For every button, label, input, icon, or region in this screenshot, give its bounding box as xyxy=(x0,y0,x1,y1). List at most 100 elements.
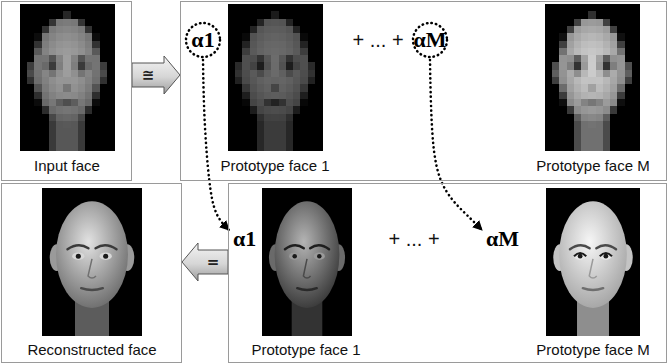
face-pixel xyxy=(552,62,560,70)
face-pixel xyxy=(56,33,64,41)
face-pixel xyxy=(286,106,294,114)
face-pixel xyxy=(308,48,316,56)
face-pixel xyxy=(596,62,604,70)
face-pixel xyxy=(625,77,633,85)
face-pixel xyxy=(63,55,71,63)
face-pixel xyxy=(42,143,50,151)
face-pixel xyxy=(34,11,42,19)
face-pixel xyxy=(264,33,272,41)
face-pixel xyxy=(603,99,611,107)
face-pixel xyxy=(610,99,618,107)
face-pixel xyxy=(308,19,316,27)
face-pixel xyxy=(315,70,323,78)
face-pixel xyxy=(235,26,243,34)
face-pixel xyxy=(92,143,100,151)
face-pixel xyxy=(27,135,35,143)
face-pixel xyxy=(308,114,316,122)
face-pixel xyxy=(242,92,250,100)
face-pixel xyxy=(63,135,71,143)
face-pixel xyxy=(279,106,287,114)
face-pixel xyxy=(588,121,596,129)
face-pixel xyxy=(27,48,35,56)
face-pixel xyxy=(49,77,57,85)
face-iris xyxy=(578,254,583,259)
face-pixel xyxy=(286,55,294,63)
face-pixel xyxy=(279,48,287,56)
face-pixel xyxy=(34,48,42,56)
face-pixel xyxy=(300,114,308,122)
face-pixel xyxy=(228,99,236,107)
face-pixel xyxy=(545,77,553,85)
face-pixel xyxy=(42,128,50,136)
face-pixel xyxy=(100,135,108,143)
face-pixel xyxy=(300,92,308,100)
face-pixel xyxy=(27,11,35,19)
face-pixel xyxy=(279,99,287,107)
face-pixel xyxy=(559,99,567,107)
face-pixel xyxy=(34,70,42,78)
face-pixel xyxy=(271,84,279,92)
face-pixel xyxy=(257,19,265,27)
face-pixel xyxy=(581,77,589,85)
face-pixel xyxy=(300,143,308,151)
reconstructed-face-image xyxy=(42,188,142,336)
face-pixel xyxy=(107,99,115,107)
face-pixel xyxy=(603,48,611,56)
face-pixel xyxy=(625,26,633,34)
face-mouth xyxy=(297,288,316,290)
face-pixel xyxy=(235,143,243,151)
face-pixel xyxy=(567,121,575,129)
face-pixel xyxy=(545,128,553,136)
face-pixel xyxy=(552,41,560,49)
face-pixel xyxy=(228,114,236,122)
face-pixel xyxy=(632,48,640,56)
face-pixel xyxy=(625,92,633,100)
face-pixel xyxy=(271,33,279,41)
face-pixel xyxy=(107,62,115,70)
face-pixel xyxy=(293,84,301,92)
face-pixel xyxy=(235,19,243,27)
face-pixel xyxy=(625,55,633,63)
face-pixel xyxy=(552,26,560,34)
face-pixel xyxy=(596,70,604,78)
face-pixel xyxy=(293,143,301,151)
face-pixel xyxy=(559,106,567,114)
face-pixel xyxy=(603,33,611,41)
face-pixel xyxy=(293,77,301,85)
face-pixel xyxy=(625,114,633,122)
face-pixel xyxy=(107,106,115,114)
face-pixel xyxy=(603,55,611,63)
face-pixel xyxy=(308,11,316,19)
face-pixel xyxy=(271,77,279,85)
face-pixel xyxy=(293,135,301,143)
face-pixel xyxy=(92,4,100,12)
face-pixel xyxy=(567,26,575,34)
face-pixel xyxy=(545,26,553,34)
face-pixel xyxy=(596,77,604,85)
face-pixel xyxy=(308,62,316,70)
face-pixel xyxy=(559,62,567,70)
face-pixel xyxy=(315,55,323,63)
face-pixel xyxy=(617,114,625,122)
face-pixel xyxy=(559,41,567,49)
face-pixel xyxy=(279,92,287,100)
face-pixel xyxy=(63,114,71,122)
face-pixel xyxy=(610,106,618,114)
face-pixel xyxy=(552,70,560,78)
image-panel: Prototype face 1+ ... +Prototype face Mα… xyxy=(180,1,667,181)
face-pixel xyxy=(300,70,308,78)
face-pixel xyxy=(235,135,243,143)
face-pixel xyxy=(107,77,115,85)
face-pixel xyxy=(567,70,575,78)
face-pixel xyxy=(257,135,265,143)
face-pixel xyxy=(92,128,100,136)
image-panel: Input face xyxy=(1,1,132,181)
face-pixel xyxy=(293,55,301,63)
face-pixel xyxy=(78,143,86,151)
face-pixel xyxy=(49,41,57,49)
face-pixel xyxy=(20,55,28,63)
face-pixel xyxy=(228,41,236,49)
face-pixel xyxy=(56,48,64,56)
face-pixel xyxy=(228,48,236,56)
